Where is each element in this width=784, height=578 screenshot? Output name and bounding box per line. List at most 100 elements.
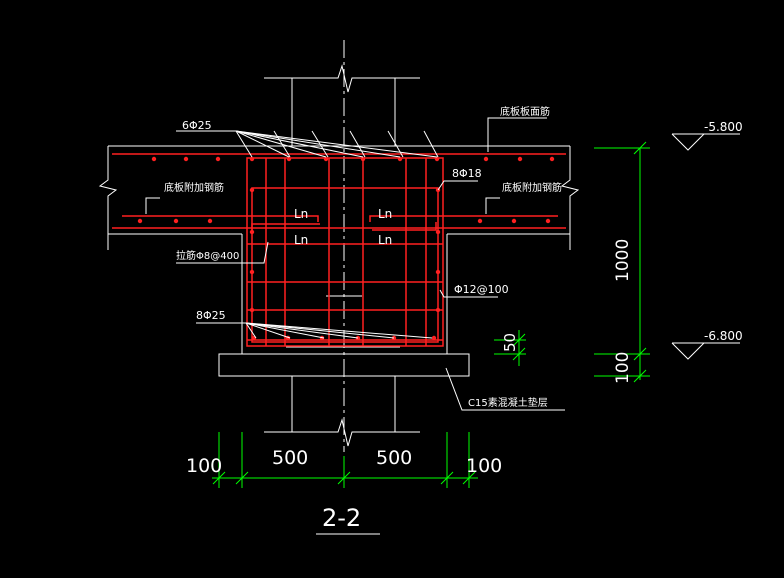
dot	[435, 229, 441, 235]
dot	[511, 218, 517, 224]
leaders	[145, 117, 565, 411]
slab-break-left	[98, 146, 118, 250]
leader-tb-9	[387, 130, 404, 158]
tick-mid	[633, 347, 647, 361]
dim-bedding: 100	[613, 352, 633, 384]
label-added-right: 底板附加钢筋	[502, 181, 562, 194]
leader-stirrup	[439, 289, 498, 298]
dot	[207, 218, 213, 224]
leader-tb-3	[235, 130, 364, 158]
leader-bedding	[445, 367, 565, 411]
dot	[249, 187, 255, 193]
dot	[249, 307, 255, 313]
leader-tb-10	[423, 130, 439, 158]
elev-marker-top	[671, 133, 706, 151]
leader-bb-5	[245, 322, 433, 339]
rebar	[112, 153, 566, 347]
dot	[517, 156, 523, 162]
leader-bb-3	[245, 322, 359, 339]
tick-cover-1	[512, 333, 526, 347]
label-top-bars: 6Φ25	[182, 119, 212, 132]
label-tie-bars: 拉筋Φ8@400	[176, 249, 239, 262]
dot	[545, 218, 551, 224]
label-slab-top-rebar: 底板板面筋	[500, 105, 550, 118]
leader-bb-4	[245, 322, 395, 339]
stirrup-outer	[246, 157, 444, 347]
leader-tb-2	[235, 130, 327, 158]
leader-tb-7	[311, 130, 329, 158]
dot	[286, 156, 292, 162]
dot	[435, 307, 441, 313]
tick-bottom	[633, 369, 647, 383]
leader-added-left	[145, 197, 160, 214]
elevation-markers	[671, 133, 740, 360]
dot	[360, 156, 366, 162]
leader-bb-1	[245, 322, 291, 339]
dim-right-half: 500	[376, 447, 412, 469]
label-ln-3: Ln	[294, 233, 308, 247]
leader-side-bars	[437, 180, 478, 191]
section-title: 2-2	[322, 504, 361, 532]
label-bottom-bars: 8Φ25	[196, 309, 226, 322]
label-bedding: C15素混凝土垫层	[468, 396, 548, 409]
tick-top	[633, 141, 647, 155]
dot	[249, 229, 255, 235]
dot	[431, 335, 437, 341]
leader-tb-4	[235, 130, 401, 158]
tick-h-1	[212, 471, 226, 485]
leader-added-right	[485, 197, 500, 214]
annotations: 6Φ25 底板板面筋 底板附加钢筋 底板附加钢筋 8Φ18 Ln Ln Ln L…	[164, 105, 743, 535]
elevation-top: -5.800	[704, 120, 743, 134]
added-bar-right	[369, 215, 558, 222]
dot	[173, 218, 179, 224]
label-ln-1: Ln	[294, 207, 308, 221]
column-break-top	[264, 64, 420, 93]
leader-bb-2	[245, 322, 325, 339]
slab-break-right	[560, 146, 580, 250]
added-bar-left	[122, 215, 319, 222]
dot	[249, 156, 255, 162]
dot	[215, 156, 221, 162]
concrete-outline	[98, 40, 580, 452]
dim-depth: 1000	[613, 239, 633, 282]
dot	[434, 156, 440, 162]
label-ln-2: Ln	[378, 207, 392, 221]
dot	[137, 218, 143, 224]
label-side-bars: 8Φ18	[452, 167, 482, 180]
dot	[323, 156, 329, 162]
dot	[249, 269, 255, 275]
dot	[151, 156, 157, 162]
lower-break	[264, 418, 420, 447]
dimensions	[212, 141, 650, 488]
elev-marker-bottom	[671, 342, 706, 360]
tick-h-2	[235, 471, 249, 485]
dot	[435, 269, 441, 275]
label-stirrups: Φ12@100	[454, 283, 509, 296]
leader-tie	[176, 241, 269, 264]
leader-tb-1	[235, 130, 290, 158]
elevation-bottom: -6.800	[704, 329, 743, 343]
dot	[483, 156, 489, 162]
leader-tb-8	[349, 130, 366, 158]
dim-left-half: 500	[272, 447, 308, 469]
tick-h-3	[337, 471, 351, 485]
dim-left-offset: 100	[186, 455, 222, 477]
tick-h-5	[462, 471, 476, 485]
dim-cover: 50	[501, 333, 519, 352]
dot	[183, 156, 189, 162]
dim-right-offset: 100	[466, 455, 502, 477]
dot	[549, 156, 555, 162]
leader-slab-top	[487, 117, 547, 152]
stirrup-inner	[251, 187, 439, 343]
label-added-left: 底板附加钢筋	[164, 181, 224, 194]
tick-cover-2	[512, 347, 526, 361]
label-ln-4: Ln	[378, 233, 392, 247]
leader-tb-6	[273, 130, 291, 158]
tick-h-4	[440, 471, 454, 485]
lap-bar-right	[372, 222, 437, 231]
leader-tb-5	[235, 130, 438, 158]
leader-top-bars	[176, 130, 253, 158]
dot	[477, 218, 483, 224]
dot	[397, 156, 403, 162]
